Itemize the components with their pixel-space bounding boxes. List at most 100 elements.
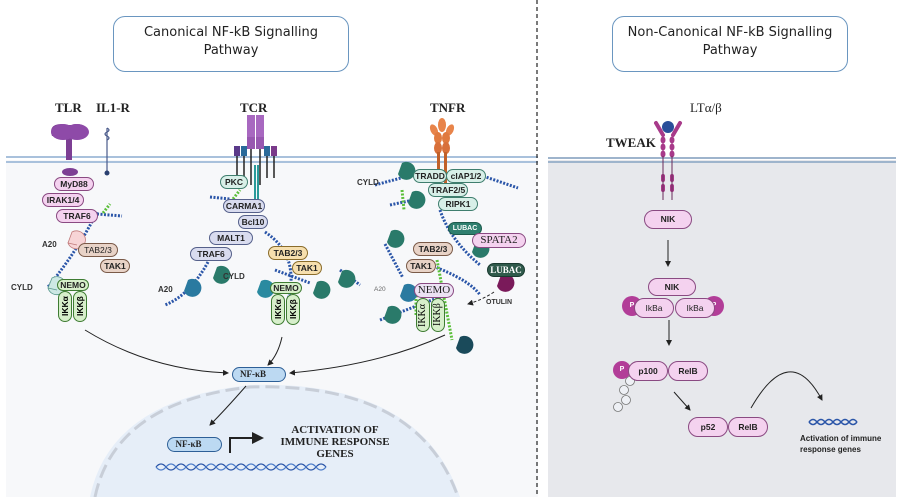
phospho-label-left: P xyxy=(629,302,635,309)
bcl10-node: Bcl10 xyxy=(238,215,268,229)
noncanonical-title-line1: Non-Canonical NF-kB Signalling xyxy=(627,25,833,40)
nc-activation-line2: response genes xyxy=(800,445,861,454)
canonical-title-box: Canonical NF-kB Signalling Pathway xyxy=(113,16,349,72)
tlr-label: TLR xyxy=(55,100,82,115)
dub-icon-tnfr-3 xyxy=(387,229,405,248)
lubac-node-1: LUBAC xyxy=(448,222,482,235)
nfkb-label-cytoplasm: NF-κB xyxy=(240,369,266,379)
cyld-label-tcr: CYLD xyxy=(223,272,245,281)
transcription-arrow-icon xyxy=(229,432,264,453)
activation-line2: IMMUNE RESPONSE xyxy=(280,436,390,448)
a20-label-tlr: A20 xyxy=(42,240,57,249)
tak1-node-tlr: TAK1 xyxy=(100,259,130,273)
tab23-node-tnfr: TAB2/3 xyxy=(413,242,453,256)
phospho-icon-p100: P xyxy=(613,361,631,379)
ikba-node-1: IkBa xyxy=(634,298,674,318)
tak1-node-tnfr: TAK1 xyxy=(406,259,436,273)
arrow-tlr-to-nfkb xyxy=(84,329,229,376)
relb-node-1: RelB xyxy=(668,361,708,381)
p100-node: p100 xyxy=(628,361,668,381)
cytoplasm-right xyxy=(548,160,896,497)
membrane-left xyxy=(6,156,538,163)
lt-receptor-icon xyxy=(654,121,682,200)
cyld-label-tlr: CYLD xyxy=(11,283,33,292)
nemo-node-tnfr: NEMO xyxy=(414,283,454,298)
ubiquitin-circles xyxy=(613,376,635,412)
nemo-node-tcr: NEMO xyxy=(270,282,302,294)
a20-icon-tnfr xyxy=(400,283,418,302)
tak1-node-tcr: TAK1 xyxy=(292,261,322,275)
tlr-receptor-icon xyxy=(51,124,89,176)
ikba-node-2: IkBa xyxy=(675,298,715,318)
cyld-icon-tcr xyxy=(213,265,231,284)
ripk1-node: RIPK1 xyxy=(438,197,478,211)
nc-activation-line1: Activation of immune xyxy=(800,434,882,443)
dub-icon-tnfr-5 xyxy=(384,305,402,324)
canonical-title-line1: Canonical NF-kB Signalling xyxy=(143,25,319,40)
nik-node-1: NIK xyxy=(644,210,692,229)
noncanonical-title-line2: Pathway xyxy=(702,43,758,58)
ikkb-node-tnfr: IKKβ xyxy=(431,298,445,332)
dub-icon-tnfr-2 xyxy=(408,190,426,209)
il1r-receptor-icon xyxy=(104,127,110,176)
arrow-p52-to-genes xyxy=(750,371,823,409)
traf6-node-tcr: TRAF6 xyxy=(190,247,232,261)
carma1-node: CARMA1 xyxy=(223,199,265,213)
arrow-nfkb-to-nucleus xyxy=(209,385,247,426)
dub-icon-tak1 xyxy=(313,280,331,299)
nfkb-label-nucleus: NF-κB xyxy=(175,439,202,449)
dub-icon-tnfr-4 xyxy=(338,269,356,288)
traf25-node: TRAF2/5 xyxy=(428,183,468,197)
tab23-node-tlr: TAB2/3 xyxy=(78,243,118,257)
tweak-label: TWEAK xyxy=(606,135,656,150)
a20-label-tnfr: A20 xyxy=(374,286,386,293)
arrow-tnfr-to-nfkb xyxy=(289,334,446,376)
activation-line1: ACTIVATION OF xyxy=(291,424,379,436)
activation-text-canonical: ACTIVATION OF IMMUNE RESPONSE GENES xyxy=(275,424,395,460)
spata2-node: SPATA2 xyxy=(472,233,526,248)
noncanonical-title-box: Non-Canonical NF-kB Signalling Pathway xyxy=(612,16,848,72)
nfkb-complex-cytoplasm: NF-κB xyxy=(232,367,286,382)
activation-line3: GENES xyxy=(316,448,354,460)
tab23-node-tcr: TAB2/3 xyxy=(268,246,308,260)
tcr-receptor-icon xyxy=(234,115,277,200)
otulin-dashed-arrow xyxy=(467,291,495,306)
tradd-node: TRADD xyxy=(413,169,447,183)
nucleus xyxy=(90,384,460,497)
membrane-right xyxy=(548,157,896,163)
irak-node: IRAK1/4 xyxy=(42,193,84,207)
canonical-title-line2: Pathway xyxy=(203,43,259,58)
ikka-node-tlr: IKKα xyxy=(58,291,72,322)
ikkb-node-tcr: IKKβ xyxy=(286,294,300,325)
dna-icon-noncanonical xyxy=(808,418,858,426)
lt-ab-label: LTα/β xyxy=(690,100,722,115)
lubac-node-2: LUBAC xyxy=(487,263,525,277)
cyld-icon-tnfr xyxy=(398,161,416,180)
il1r-label: IL1-R xyxy=(96,100,130,115)
dub-icon-tnfr-bottom xyxy=(456,335,474,354)
arrow-tcr-to-nfkb xyxy=(267,336,283,366)
malt1-node: MALT1 xyxy=(209,231,253,245)
tcr-label: TCR xyxy=(240,100,268,115)
cyld-label-tnfr: CYLD xyxy=(357,178,379,187)
a20-label-tcr: A20 xyxy=(158,285,173,294)
ikka-node-tnfr: IKKα xyxy=(416,298,430,332)
myd88-node: MyD88 xyxy=(54,177,94,191)
traf6-node-tlr: TRAF6 xyxy=(56,209,98,223)
otulin-label: OTULIN xyxy=(486,299,513,306)
activation-text-noncanonical: Activation of immune response genes xyxy=(800,433,881,455)
ikkb-node-tlr: IKKβ xyxy=(73,291,87,322)
a20-icon-tcr xyxy=(184,278,202,297)
nfkb-complex-nucleus: NF-κB xyxy=(167,437,222,452)
dna-icon-canonical xyxy=(155,463,327,471)
ikka-node-tcr: IKKα xyxy=(271,294,285,325)
phospho-label-p100: P xyxy=(619,366,625,373)
nik-node-2: NIK xyxy=(648,278,696,296)
deubiquitinase-icons xyxy=(47,161,515,354)
relb-node-2: RelB xyxy=(728,417,768,437)
ciap-node: cIAP1/2 xyxy=(446,169,486,183)
p52-node: p52 xyxy=(688,417,728,437)
arrow-p100-to-p52 xyxy=(673,391,691,411)
